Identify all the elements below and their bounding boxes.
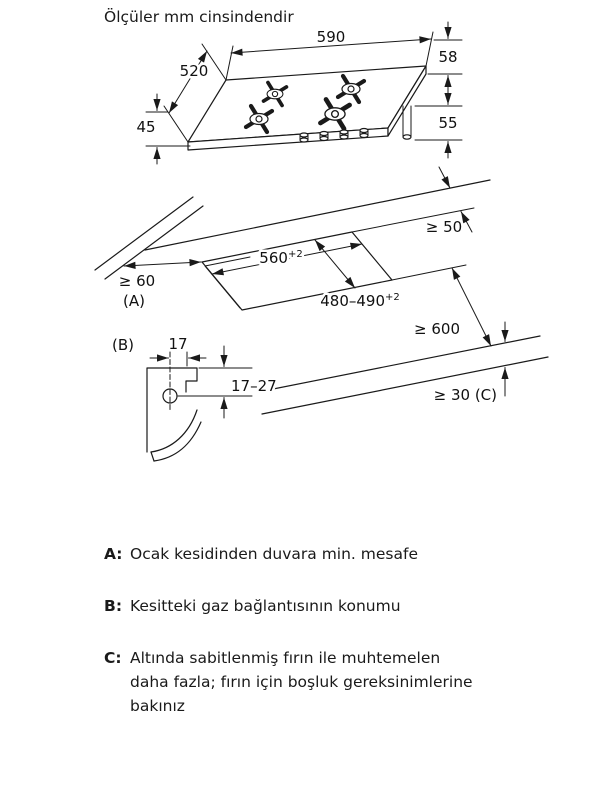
dimension-line — [168, 50, 208, 114]
legend: A: Ocak kesidinden duvara min. mesafe B:… — [104, 542, 484, 746]
dimension-line — [314, 239, 356, 289]
dimension-55: 55 — [414, 87, 463, 159]
control-knob — [339, 129, 349, 140]
burner-center — [347, 85, 355, 93]
gas-inlet-pipe — [402, 105, 412, 140]
legend-key-b: B: — [104, 597, 123, 616]
dim-label-55: 55 — [438, 114, 457, 132]
extension-line — [351, 207, 475, 233]
hob-view: 590 520 58 55 — [134, 21, 463, 165]
worktop-back-edge — [144, 179, 491, 251]
dimension-cutout-width: 560+2 — [211, 242, 363, 276]
control-knob — [319, 130, 329, 142]
dimension-gas-depth: 17–27 — [177, 345, 279, 419]
dim-label-58: 58 — [438, 48, 457, 66]
legend-item-c: C: Altında sabitlenmiş fırın ile muhteme… — [104, 646, 484, 718]
legend-key-a: A: — [104, 545, 123, 563]
burner-front-right — [318, 97, 352, 131]
extension-line — [391, 264, 467, 281]
hob-right-face — [387, 65, 427, 137]
wall-line — [94, 196, 194, 271]
dim-label-520: 520 — [180, 62, 209, 80]
dimension-45: 45 — [134, 93, 191, 165]
dimension-cutout-depth: 480–490+2 — [314, 239, 402, 313]
legend-item-a: A: Ocak kesidinden duvara min. mesafe — [104, 542, 484, 566]
dim-label-590: 590 — [317, 28, 346, 46]
extension-line — [425, 31, 434, 67]
dim-label-50: ≥ 50 — [426, 218, 462, 236]
dim-label-30-c: ≥ 30 (C) — [434, 386, 497, 404]
dim-label-45: 45 — [136, 118, 155, 136]
ref-label-b: (B) — [112, 336, 134, 354]
installation-diagram: 590 520 58 55 — [94, 21, 549, 462]
burner-back-left — [261, 80, 289, 108]
dim-label-600: ≥ 600 — [414, 320, 460, 338]
dimension-clearance-below: ≥ 30 (C) — [431, 321, 509, 407]
extension-line — [201, 43, 227, 81]
extension-line — [163, 105, 189, 143]
burner-center — [255, 115, 263, 123]
worktop-front-bottom — [261, 356, 549, 415]
dimension-clearance-left: ≥ 60 (A) — [116, 259, 202, 313]
ref-label-a: (A) — [123, 292, 145, 310]
control-knob — [359, 127, 369, 139]
dimension-590: 590 — [225, 26, 434, 81]
legend-text-b: Kesitteki gaz bağlantısının konumu — [130, 597, 401, 616]
legend-item-b: B: Kesitteki gaz bağlantısının konumu — [104, 594, 484, 618]
worktop-front-edge — [257, 335, 541, 393]
burner-center — [330, 109, 340, 119]
dimension-line — [230, 36, 432, 56]
legend-key-c: C: — [104, 649, 122, 668]
worktop-view: 560+2 480–490+2 ≥ 50 ≥ 60 (A) ≥ 600 — [94, 166, 549, 415]
dim-label-17-27: 17–27 — [231, 377, 277, 395]
gas-hose — [150, 409, 202, 462]
dimension-58: 58 — [427, 21, 463, 93]
dimension-line — [123, 259, 202, 269]
burner-center — [271, 90, 279, 98]
dim-label-560: 560+2 — [259, 249, 302, 267]
control-knob — [299, 132, 309, 143]
gas-hose-end — [150, 451, 155, 462]
dimension-gas-offset: 17 — [149, 333, 207, 367]
extension-line — [225, 45, 234, 81]
dimension-clearance-front: ≥ 600 — [391, 264, 492, 347]
dim-label-480-490: 480–490+2 — [320, 292, 400, 310]
legend-text-c: Altında sabitlenmiş fırın ile muhtemelen… — [130, 649, 473, 716]
dimension-520: 520 — [163, 43, 227, 143]
arrow — [460, 211, 473, 233]
dimension-clearance-back: ≥ 50 — [351, 166, 475, 239]
burner-front-left — [243, 103, 275, 135]
arrow — [438, 166, 451, 189]
legend-text-a: Ocak kesidinden duvara min. mesafe — [130, 545, 418, 563]
edge-profile — [146, 367, 198, 453]
page-title: Ölçüler mm cinsindendir — [104, 8, 294, 26]
wall-line — [104, 205, 204, 280]
gas-connection-detail: (B) 17 17–27 — [110, 333, 279, 462]
dim-label-60: ≥ 60 — [119, 272, 155, 290]
dimension-line — [451, 267, 492, 347]
dim-label-17: 17 — [168, 335, 187, 353]
burner-back-right — [335, 73, 367, 105]
